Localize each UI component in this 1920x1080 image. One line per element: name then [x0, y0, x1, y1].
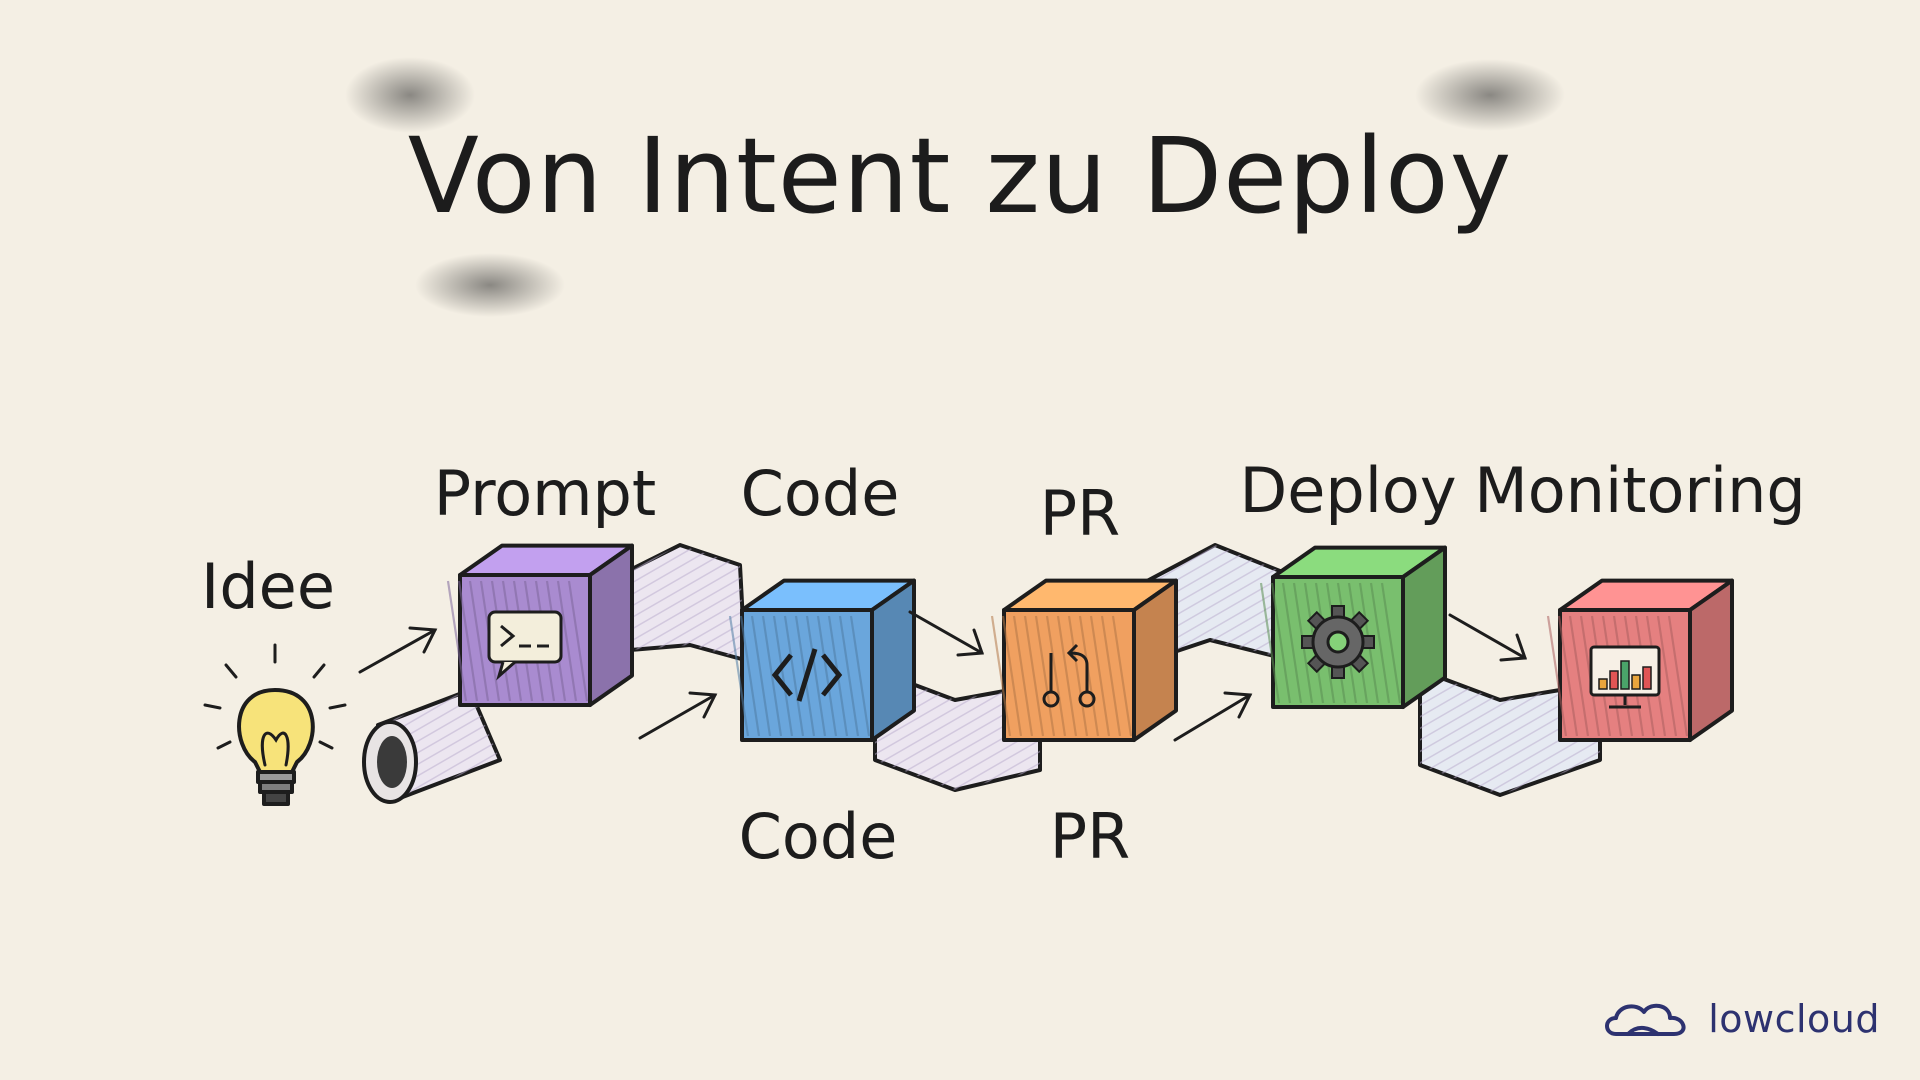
pull-request-icon	[1042, 643, 1096, 708]
stage-cube-prompt	[446, 543, 634, 707]
brand-logo: lowcloud	[1598, 994, 1880, 1044]
arrow-down-to-pr	[908, 610, 985, 657]
diagram-title: Von Intent zu Deploy	[408, 115, 1512, 237]
lower-label-code: Code	[739, 800, 898, 873]
stage-cube-pr	[990, 578, 1178, 742]
arrow-up-to-deploy	[1173, 691, 1253, 742]
lightbulb-icon	[203, 643, 347, 806]
lower-label-pr: PR	[1050, 800, 1130, 873]
code-brackets-icon	[771, 648, 843, 702]
stage-cube-code	[728, 578, 916, 742]
arrow-up-to-code	[638, 691, 718, 740]
gear-icon	[1301, 605, 1375, 679]
pipe-entry	[362, 688, 502, 804]
stage-cube-monitoring	[1546, 578, 1734, 742]
stage-label-code: Code	[741, 457, 900, 530]
pipe-segments	[362, 543, 1602, 804]
start-label: Idee	[201, 550, 335, 623]
stage-label-deploy: Deploy	[1239, 454, 1456, 527]
stage-cube-deploy	[1259, 545, 1447, 709]
monitor-chart-icon	[1589, 645, 1661, 709]
terminal-prompt-icon	[487, 610, 563, 681]
arrow-idee-to-prompt	[358, 626, 438, 674]
arrow-down-to-monitoring	[1448, 613, 1528, 662]
flow-arrows	[358, 610, 1528, 742]
brand-name: lowcloud	[1708, 997, 1880, 1041]
charcoal-smudges	[345, 57, 1565, 317]
stage-label-monitoring: Monitoring	[1474, 454, 1806, 527]
stage-cubes	[446, 543, 1734, 742]
stage-label-pr: PR	[1040, 477, 1120, 550]
stage-label-prompt: Prompt	[434, 457, 656, 530]
cloud-icon	[1605, 1003, 1686, 1036]
